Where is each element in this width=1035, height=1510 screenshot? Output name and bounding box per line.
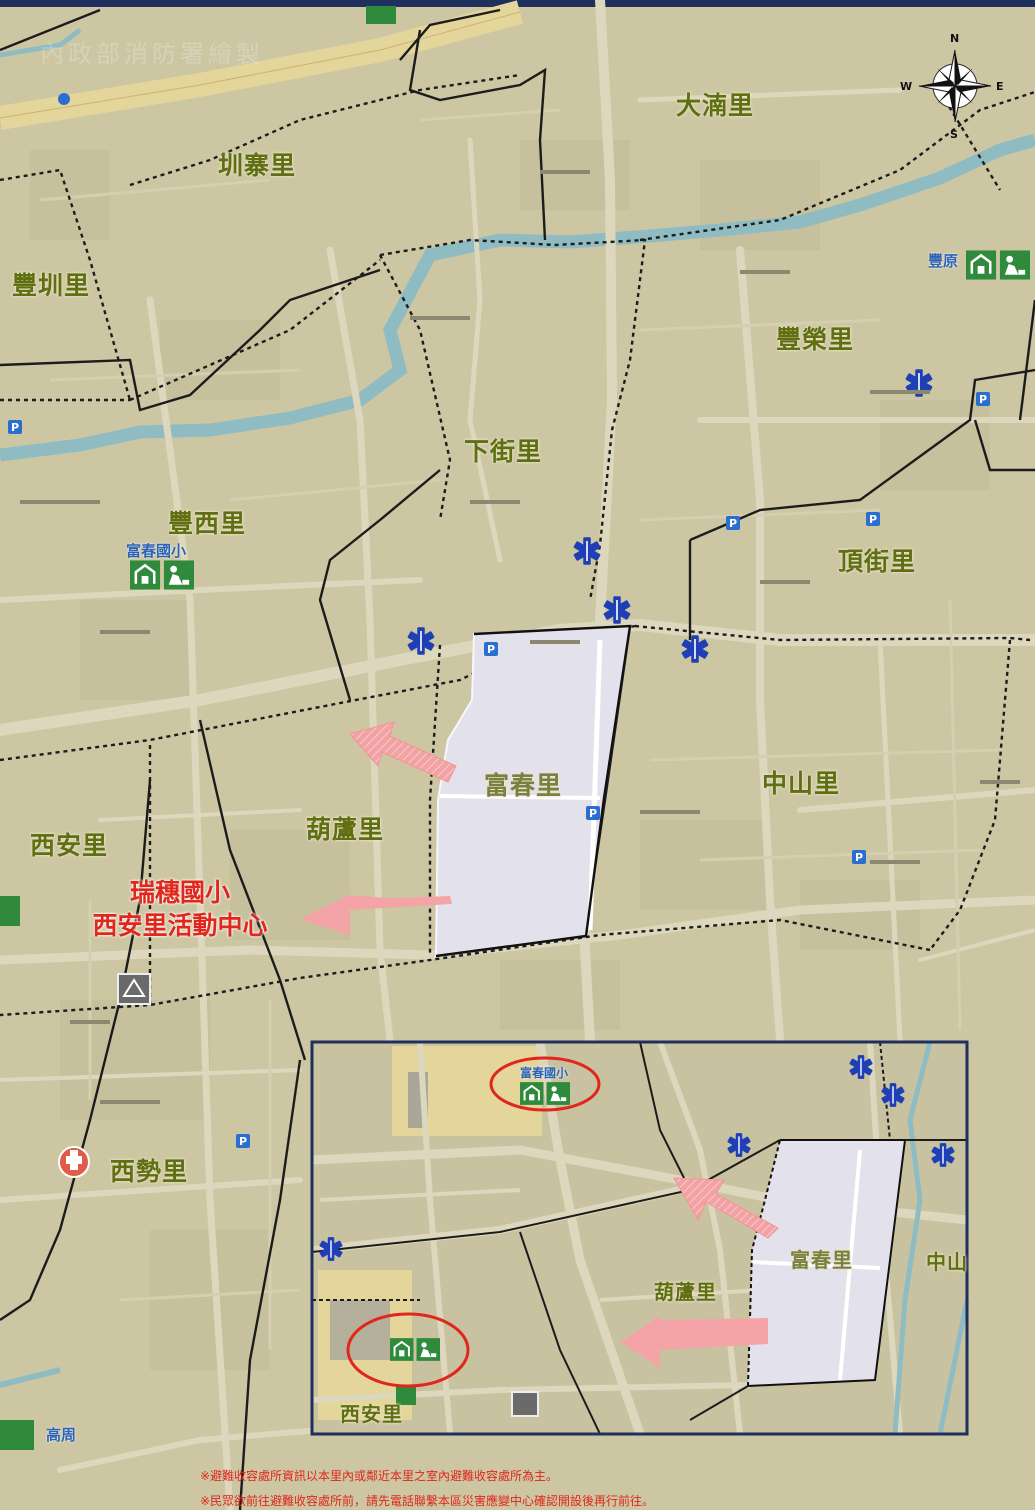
river — [0, 133, 1035, 462]
village-boundaries-dashed — [0, 73, 1035, 1017]
road-labels — [20, 170, 1020, 1104]
village-label-fengxi: 豐西里 — [168, 509, 247, 538]
arrow-to-northwest — [349, 721, 457, 783]
destination-line1: 瑞穗國小 — [129, 878, 230, 907]
village-label-xishi: 西勢里 — [110, 1157, 189, 1186]
inset-arrow-to-northwest — [673, 1177, 779, 1239]
inset-frame — [310, 1040, 969, 1436]
destination-line2: 西安里活動中心 — [92, 911, 268, 940]
compass-north: N — [950, 32, 960, 45]
inset-fuchun-school-label: 富春國小 — [520, 1066, 569, 1080]
village-label-zhongshan: 中山里 — [762, 769, 841, 798]
compass-south: S — [950, 128, 958, 141]
disclaimer-notes: ※避難收容處所資訊以本里內或鄰近本里之室內避難收容處所為主。 ※民眾欲前往避難收… — [200, 1464, 900, 1510]
ruisui-school-circle — [346, 1312, 470, 1388]
village-label-dingjie: 頂街里 — [838, 547, 917, 576]
inset-fuchun-highlight-area — [748, 1140, 905, 1386]
note-line-2: ※民眾欲前往避難收容處所前，請先電話聯繫本區災害應變中心確認開設後再行前往。 — [200, 1494, 655, 1508]
minor-roads — [39, 108, 1001, 1350]
compass-west: W — [900, 80, 913, 93]
compass-east: E — [996, 80, 1004, 93]
village-label-fuchun: 富春里 — [484, 771, 563, 800]
inset-village-label-zhongshan: 中山 — [926, 1250, 968, 1274]
inset-map — [310, 1040, 970, 1436]
gaozhou-label: 高周 — [46, 1426, 77, 1444]
fengyuan-label: 豐原 — [928, 252, 959, 270]
village-label-zhenzhai: 圳寨里 — [218, 151, 297, 180]
note-line-1: ※避難收容處所資訊以本里內或鄰近本里之室內避難收容處所為主。 — [200, 1469, 559, 1483]
village-label-xian: 西安里 — [30, 831, 109, 860]
village-label-fengrong: 豐榮里 — [776, 325, 855, 354]
shelter-icon — [0, 1420, 34, 1450]
fuchun-school-label: 富春國小 — [126, 542, 187, 560]
destination-label: 瑞穗國小 西安里活動中心 — [50, 876, 310, 942]
compass-rose-icon — [918, 49, 992, 123]
watermark: 內政部消防署繪製 — [40, 40, 264, 68]
village-label-fengzhen: 豐圳里 — [12, 271, 91, 300]
inset-village-label-hulu: 葫蘆里 — [654, 1280, 717, 1304]
inset-village-label-fuchun: 富春里 — [790, 1248, 853, 1272]
village-label-dahan: 大湳里 — [676, 91, 755, 120]
village-label-xiajie: 下街里 — [464, 437, 543, 466]
inset-arrow-to-destination — [620, 1316, 768, 1368]
village-label-hulu: 葫蘆里 — [306, 815, 385, 844]
inset-village-label-xian: 西安里 — [340, 1402, 403, 1426]
fuchun-school-circle — [489, 1056, 601, 1112]
